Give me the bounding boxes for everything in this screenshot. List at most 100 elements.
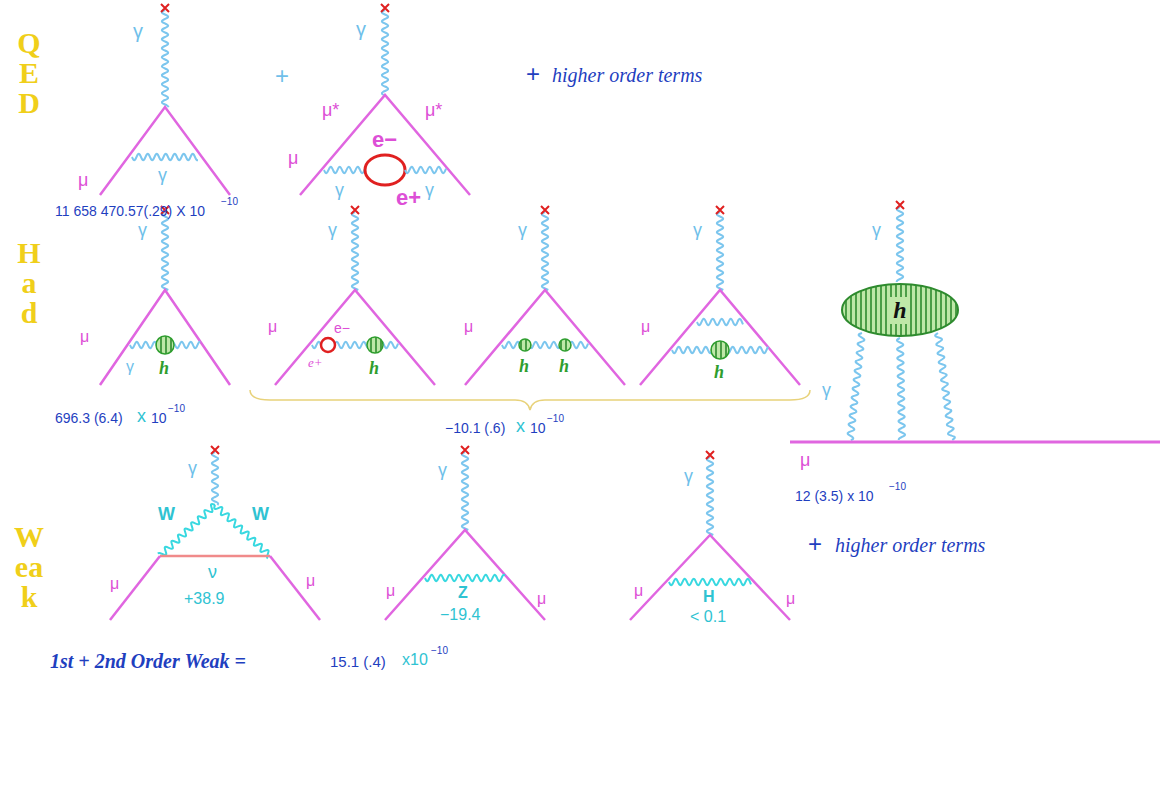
label: γ: [518, 220, 527, 241]
label: −19.4: [440, 606, 480, 624]
label: γ: [126, 358, 134, 376]
label: μ*: [322, 100, 339, 121]
bracket: [250, 390, 810, 410]
hadron-blob: h: [840, 282, 960, 338]
label: γ: [693, 220, 702, 241]
label: +: [808, 530, 822, 558]
boson-line: [158, 504, 215, 555]
boson-line: [405, 167, 446, 173]
label: μ: [786, 590, 795, 608]
label: μ: [80, 328, 89, 346]
boson-line: [707, 457, 713, 535]
label: −10: [547, 413, 564, 425]
boson-line: [542, 212, 548, 290]
boson-line: [462, 452, 468, 530]
label: e+: [396, 185, 421, 210]
label: < 0.1: [690, 608, 726, 626]
label: μ: [537, 590, 546, 608]
hadronic-vacuum-polarisation: [100, 212, 230, 385]
light-by-light: [790, 207, 1160, 442]
label: +: [526, 60, 540, 88]
boson-line: [352, 212, 358, 290]
label: higher order terms: [835, 534, 985, 557]
label: H: [703, 588, 715, 606]
label: +38.9: [184, 590, 224, 608]
boson-line: [132, 154, 198, 160]
label: 1st + 2nd Order Weak =: [50, 650, 246, 673]
label: x: [516, 416, 525, 437]
label: γ: [822, 380, 831, 401]
boson-line: [717, 212, 723, 290]
label: γ: [425, 180, 434, 201]
boson-line: [897, 207, 903, 282]
label: γ: [438, 460, 447, 481]
label: γ: [158, 165, 167, 186]
label: γ: [328, 220, 337, 241]
hadron-label: h: [890, 297, 909, 324]
label: −10: [889, 481, 906, 493]
label: +: [275, 62, 289, 90]
boson-line: [848, 333, 865, 440]
label: e+: [308, 356, 323, 371]
label: h: [714, 362, 724, 383]
label: Weak: [14, 522, 44, 612]
boson-line: [162, 10, 169, 107]
label: Had: [14, 238, 44, 328]
label: γ: [335, 180, 344, 201]
label: −10: [168, 403, 185, 415]
label: 15.1 (.4): [330, 653, 386, 670]
label: 10: [151, 410, 167, 426]
label: Z: [458, 584, 468, 602]
label: h: [159, 358, 169, 379]
boson-line: [697, 319, 743, 325]
weak-w-loop: [110, 452, 320, 620]
boson-line: [425, 575, 505, 581]
boson-line: [669, 579, 751, 585]
label: 12 (3.5) x 10: [795, 488, 874, 504]
label: h: [559, 356, 569, 377]
label: ν: [208, 562, 217, 583]
boson-line: [162, 212, 168, 290]
label: higher order terms: [552, 64, 702, 87]
label: x: [137, 406, 146, 427]
label: μ: [110, 575, 119, 593]
label: γ: [138, 220, 147, 241]
label: −10.1 (.6): [445, 420, 505, 436]
external-field-mark: [161, 4, 904, 459]
label: μ: [634, 582, 643, 600]
label: h: [369, 358, 379, 379]
label: μ: [78, 170, 88, 191]
weak-z-loop: [385, 452, 545, 620]
qed-vertex: [100, 10, 230, 195]
label: μ: [306, 572, 315, 590]
label: γ: [684, 466, 693, 487]
weak-higgs-loop: [630, 457, 790, 620]
label: W: [158, 504, 175, 525]
label: h: [519, 356, 529, 377]
hadronic-higher-order: [275, 212, 435, 385]
boson-line: [212, 452, 218, 505]
hadronic-higher-order: [640, 212, 800, 385]
label: γ: [133, 20, 143, 43]
label: μ: [386, 582, 395, 600]
label: e−: [334, 320, 350, 336]
label: γ: [356, 18, 366, 41]
label: QED: [14, 28, 44, 118]
label: μ: [288, 148, 298, 169]
label: e−: [372, 127, 397, 152]
label: γ: [872, 220, 881, 241]
label: −10: [431, 645, 448, 657]
hadronic-higher-order: [465, 212, 625, 385]
boson-line: [935, 333, 955, 440]
label: μ: [464, 318, 473, 336]
label: W: [252, 504, 269, 525]
label: μ*: [425, 100, 442, 121]
boson-line: [324, 167, 365, 173]
label: 696.3 (6.4): [55, 410, 123, 426]
label: 10: [530, 420, 546, 436]
label: μ: [268, 318, 277, 336]
qed-vacuum-polarisation: [300, 10, 470, 195]
boson-line: [382, 10, 388, 95]
label: 11 658 470.57(.29) X 10: [55, 203, 205, 219]
